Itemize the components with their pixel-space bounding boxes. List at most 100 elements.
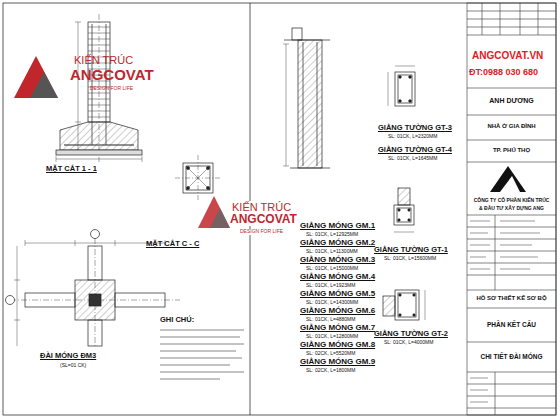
notes-lines — [160, 329, 244, 330]
beam-section-gt2 — [413, 314, 415, 316]
section-1-1 — [75, 122, 81, 123]
title-block-fill-lines — [500, 221, 535, 222]
company-logo — [500, 176, 520, 192]
title-block-text: CÔNG TY CỔ PHẦN KIẾN TRÚC — [467, 198, 556, 204]
section-1-1 — [56, 156, 57, 162]
title-block — [467, 3, 556, 415]
drawing-title: GIẰNG TƯỜNG GT-1 — [374, 246, 448, 254]
title-block-fill-lines — [470, 233, 488, 234]
drawing-note: SL: 01CK, L=15000MM — [306, 266, 358, 272]
title-block — [467, 308, 556, 309]
drawing-note: SL: 01CK, L=12800MM — [306, 334, 358, 340]
beam-section-gt2 — [399, 294, 401, 296]
drawing-title: GIẰNG MÓNG GM.2 — [300, 239, 375, 248]
beam-section-gt1 — [394, 205, 414, 225]
title-block — [495, 215, 496, 290]
section-c-c — [186, 166, 210, 190]
title-block — [467, 88, 556, 89]
notes-lines — [160, 378, 220, 379]
drawing-note: SL: 02CK, L=5520MM — [306, 351, 355, 357]
company-logo — [490, 166, 526, 192]
drawing-note: SL: 01CK, L=1645MM — [388, 156, 437, 162]
beam-section-gt3 — [395, 66, 415, 67]
drawing-title: GIẰNG TƯỜNG GT-4 — [378, 146, 452, 154]
drawing-title: GIẰNG MÓNG GM.1 — [300, 222, 375, 231]
title-block — [467, 290, 556, 291]
beam-elevation — [283, 28, 330, 168]
title-block — [520, 3, 521, 35]
drawing-note: SL: 01CK, L=1923MM — [306, 283, 355, 289]
beam-section-gt2 — [383, 290, 425, 320]
section-1-1 — [56, 150, 142, 155]
section-1-1 — [60, 122, 138, 150]
logo-mark — [14, 56, 58, 98]
drawing-note: SL: 01CK, L=15600MM — [384, 256, 436, 262]
drawing-title: GIẰNG MÓNG GM.6 — [300, 307, 375, 316]
drawing-note: SL: 01CK, L=4000MM — [384, 340, 433, 346]
footing-plan-dm3 — [88, 246, 102, 280]
beam-section-gt2 — [395, 290, 419, 320]
section-1-1 — [75, 22, 81, 23]
drawing-note: SL: 02CK, L=1800MM — [306, 368, 355, 374]
title-block — [500, 3, 501, 35]
beam-section-gt3 — [398, 75, 412, 103]
section-1-1 — [56, 159, 142, 160]
title-block-fill-lines — [470, 269, 490, 270]
title-block — [467, 275, 556, 276]
title-block — [467, 140, 556, 141]
title-block-text: NHÀ Ở GIA ĐÌNH — [467, 123, 556, 130]
section-1-1 — [56, 14, 142, 162]
drawing-title: GIẰNG TƯỜNG GT-2 — [374, 330, 448, 338]
title-block — [467, 251, 556, 252]
beam-elevation — [283, 44, 289, 45]
beam-section-gt1 — [397, 208, 411, 222]
watermark-text: ANGCOVAT.VN — [472, 50, 543, 61]
title-block — [467, 115, 556, 116]
title-block — [538, 3, 539, 35]
title-block — [467, 11, 556, 12]
title-block — [467, 19, 556, 20]
title-block — [467, 35, 556, 36]
notes-lines — [160, 350, 236, 351]
drawing-title: GIẰNG TƯỜNG GT-3 — [378, 124, 452, 132]
drawing-note: SL: 01CK, L=14300MM — [306, 300, 358, 306]
footing-plan-dm3 — [17, 246, 18, 346]
beam-section-gt3 — [388, 72, 389, 106]
drawing-title: GIẰNG MÓNG GM.8 — [300, 341, 375, 350]
drawing-title: GIẰNG MÓNG GM.7 — [300, 324, 375, 333]
beam-elevation — [290, 168, 330, 169]
beam-section-gt1 — [394, 188, 414, 232]
notes-lines — [160, 371, 244, 372]
title-block — [467, 384, 556, 385]
section-1-1 — [64, 145, 134, 146]
beam-elevation — [303, 42, 304, 166]
title-block-fill-lines — [470, 378, 488, 379]
section-c-c — [183, 163, 213, 193]
title-block-text: ANH DƯƠNG — [467, 97, 556, 105]
drawing-title: GIẰNG MÓNG GM.9 — [300, 358, 375, 367]
section-c-c — [175, 155, 221, 201]
beam-section-gt3 — [388, 66, 415, 106]
title-block — [467, 215, 556, 216]
title-block-fill-lines — [470, 402, 488, 403]
beam-section-gt3 — [409, 100, 412, 103]
sheet-frame — [3, 3, 556, 415]
drawing-title: GIẰNG MÓNG GM.3 — [300, 256, 375, 265]
footing-plan-dm3 — [25, 243, 165, 244]
beam-section-gt1 — [408, 219, 410, 221]
logo-mark — [14, 56, 230, 228]
drawing-title: MẶT CẮT C - C — [146, 240, 199, 248]
drawing-title: GIẰNG MÓNG GM.5 — [300, 290, 375, 299]
title-block-text: PHẦN KẾT CẤU — [467, 321, 556, 328]
footing-plan-dm3 — [115, 293, 165, 307]
watermark-text: DESIGN FOR LIFE — [240, 229, 283, 235]
footing-plan-dm3 — [75, 280, 115, 320]
watermark-text: ANGCOVAT — [70, 67, 154, 84]
beam-section-gt3 — [395, 72, 415, 106]
title-block — [467, 396, 556, 397]
title-block — [467, 3, 556, 415]
title-block — [467, 372, 556, 373]
beam-elevation — [298, 40, 322, 168]
notes-lines — [160, 343, 244, 344]
